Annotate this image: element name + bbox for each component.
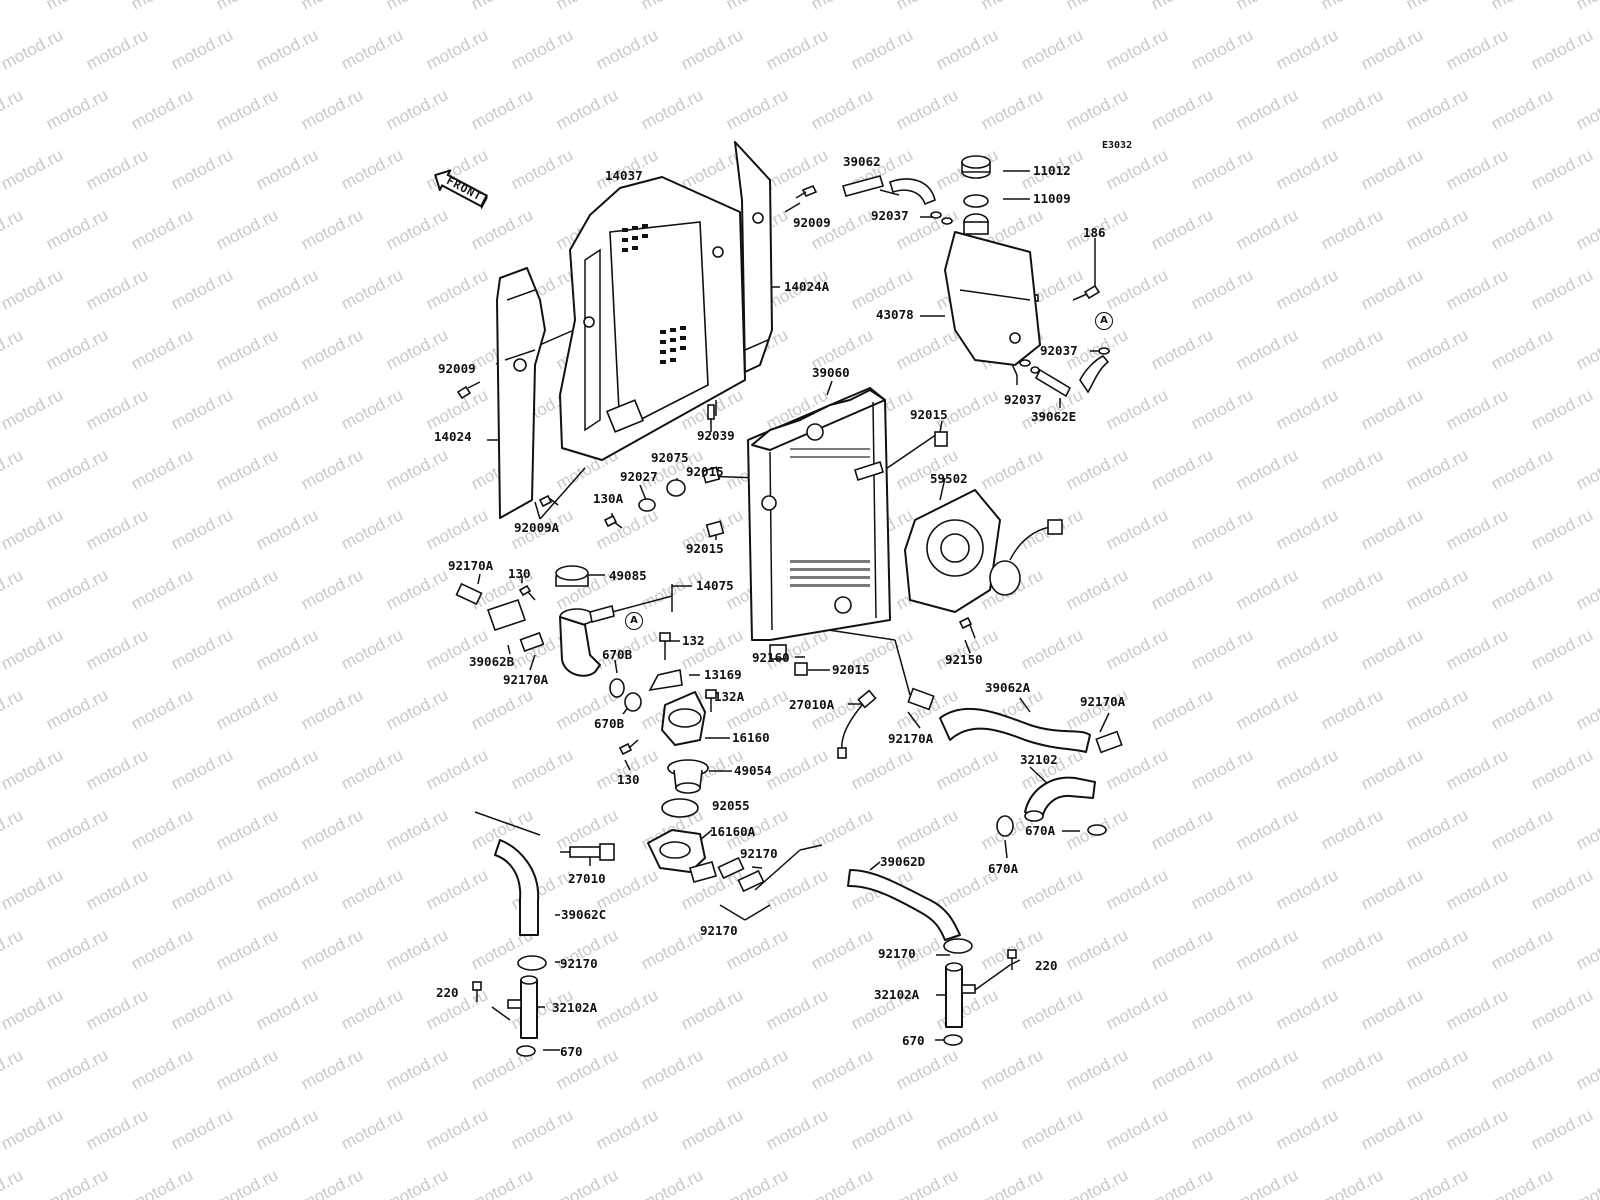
part-label: 39062B (469, 654, 515, 669)
fan-assembly-59502 (904, 489, 1063, 613)
shroud-main-14037 (559, 176, 746, 461)
part-label: 92160 (752, 650, 790, 665)
front-direction-arrow: FRONT (429, 164, 491, 212)
mount-hardware (638, 466, 808, 676)
part-label: 92015 (832, 662, 870, 677)
part-label: 92170A (888, 731, 934, 746)
part-label: 670 (560, 1044, 583, 1059)
part-label: 39062E (1031, 409, 1077, 424)
part-label: 92015 (686, 464, 724, 479)
filler-cap-49085 (555, 565, 589, 587)
part-label: 92170A (503, 672, 549, 687)
part-label: 14024A (784, 279, 830, 294)
part-label: 14037 (605, 168, 643, 183)
part-label: 92015 (910, 407, 948, 422)
part-label: 39062D (880, 854, 926, 869)
part-label: 220 (436, 985, 459, 1000)
part-label: 92170 (560, 956, 598, 971)
part-label: 130A (593, 491, 624, 506)
water-pipe-16160A (647, 829, 717, 883)
hose-39062D (847, 869, 961, 941)
part-label: 32102 (1020, 752, 1058, 767)
part-label: 59502 (930, 471, 968, 486)
part-label: 92170 (700, 923, 738, 938)
thermostat-49054 (667, 759, 709, 794)
temp-sensor-27010 (560, 843, 615, 861)
part-label: 92075 (651, 450, 689, 465)
reservoir-cap-11012 (961, 155, 991, 179)
part-label: 27010 (568, 871, 606, 886)
pipe-32102A-right (945, 962, 976, 1028)
part-label: 49085 (609, 568, 647, 583)
part-label: 220 (1035, 958, 1058, 973)
callout-a-tank: A (1095, 312, 1113, 330)
part-label: 43078 (876, 307, 914, 322)
part-label: 32102A (874, 987, 920, 1002)
part-label: 92027 (620, 469, 658, 484)
part-label: 92009 (793, 215, 831, 230)
hose-39062 (841, 175, 953, 225)
part-label: 92170A (448, 558, 494, 573)
part-label: 92055 (712, 798, 750, 813)
reservoir-43078 (944, 213, 1041, 366)
part-label: 92009 (438, 361, 476, 376)
o-rings (516, 678, 1107, 1057)
arrow-left-icon (434, 168, 488, 211)
part-label: 670B (602, 647, 633, 662)
part-label: 39062C (561, 907, 607, 922)
hose-clamps (517, 856, 973, 971)
hose-39062E (1019, 347, 1110, 398)
part-label: 92015 (686, 541, 724, 556)
part-label: 92009A (514, 520, 560, 535)
part-label: 39062 (843, 154, 881, 169)
part-label: 670A (1025, 823, 1056, 838)
part-label: 132 (682, 633, 705, 648)
part-label: 39060 (812, 365, 850, 380)
part-label: 92039 (697, 428, 735, 443)
thermostat-housing-16160 (648, 669, 706, 746)
part-label: 130 (617, 772, 640, 787)
part-label: 132A (714, 689, 745, 704)
part-label: 92037 (871, 208, 909, 223)
shroud-right-14024A (734, 141, 773, 373)
filler-neck-14075 (559, 605, 615, 677)
fan-switch-27010A (837, 689, 877, 759)
part-label: 92170 (878, 946, 916, 961)
diagram-code: E3032 (1102, 140, 1133, 151)
part-label: 11012 (1033, 163, 1071, 178)
part-label: 32102A (552, 1000, 598, 1015)
hose-39062C (494, 839, 540, 936)
part-label: 670A (988, 861, 1019, 876)
radiator-39060 (747, 387, 948, 641)
callout-a-neck: A (625, 612, 643, 630)
part-label: 670 (902, 1033, 925, 1048)
part-label: 92170A (1080, 694, 1126, 709)
part-label: 16160 (732, 730, 770, 745)
part-label: 92170 (740, 846, 778, 861)
part-label: 92037 (1004, 392, 1042, 407)
shroud-left-14024 (496, 267, 546, 519)
hose-39062B (455, 582, 545, 653)
bolts (456, 184, 1101, 1002)
part-label: 670B (594, 716, 625, 731)
part-label: 13169 (704, 667, 742, 682)
part-label: 92037 (1040, 343, 1078, 358)
part-label: 39062A (985, 680, 1031, 695)
part-label: 186 (1083, 225, 1106, 240)
cap-gasket-11009 (963, 194, 989, 208)
part-label: 49054 (734, 763, 772, 778)
pipe-32102A-left (507, 975, 538, 1039)
hose-32102 (1024, 776, 1096, 822)
part-label: 14075 (696, 578, 734, 593)
part-label: 14024 (434, 429, 472, 444)
part-label: 130 (508, 566, 531, 581)
part-label: 16160A (710, 824, 756, 839)
hose-39062A (907, 687, 1123, 754)
part-label: 92150 (945, 652, 983, 667)
part-label: 27010A (789, 697, 835, 712)
part-label: 11009 (1033, 191, 1071, 206)
